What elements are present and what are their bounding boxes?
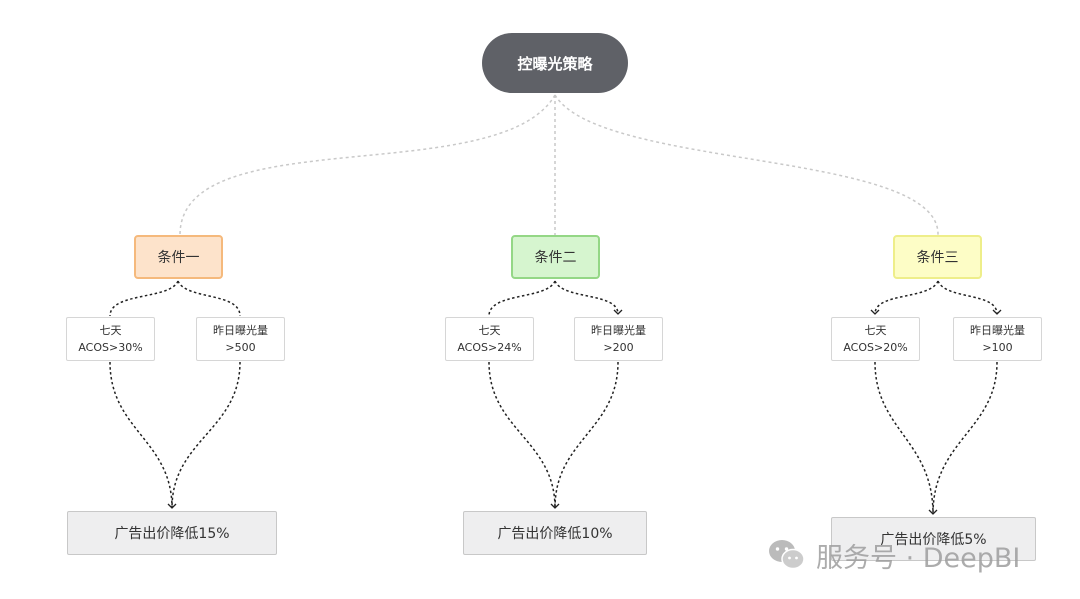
criteria-1b-to-result-line: [171, 361, 241, 509]
root-to-condition-1-line: [179, 94, 556, 236]
condition-2-node: 条件二: [511, 235, 600, 279]
criteria-value: ACOS>30%: [78, 341, 143, 354]
criteria-value: >100: [982, 341, 1013, 354]
root-to-condition-3-line: [554, 94, 939, 236]
condition-3-to-criteria-right-line: [937, 280, 1002, 315]
result-1-node: 广告出价降低15%: [67, 511, 277, 555]
criteria-3b-to-result-line: [932, 361, 998, 515]
condition-3-node: 条件三: [893, 235, 982, 279]
criteria-2a-to-result-line: [488, 361, 560, 509]
criteria-value: ACOS>24%: [457, 341, 522, 354]
watermark-text: 服务号 · DeepBI: [816, 542, 1021, 574]
criteria-3b-node: 昨日曝光量 >100: [953, 317, 1042, 361]
criteria-label: 七天: [478, 324, 501, 337]
criteria-label: 七天: [864, 324, 887, 337]
result-2-node: 广告出价降低10%: [463, 511, 647, 555]
result-3-node: 广告出价降低5%: [831, 517, 1036, 561]
wechat-icon: [768, 538, 806, 572]
condition-3-to-criteria-left-line: [870, 280, 939, 315]
criteria-2b-to-result-line: [554, 361, 619, 509]
criteria-label: 昨日曝光量: [591, 324, 646, 337]
criteria-label: 昨日曝光量: [213, 324, 268, 337]
condition-2-to-criteria-left-line: [488, 280, 556, 317]
criteria-label: 七天: [99, 324, 122, 337]
criteria-label: 昨日曝光量: [970, 324, 1025, 337]
criteria-1a-to-result-line: [109, 361, 177, 509]
criteria-1b-node: 昨日曝光量 >500: [196, 317, 285, 361]
criteria-2b-node: 昨日曝光量 >200: [574, 317, 663, 361]
root-node: 控曝光策略: [482, 33, 628, 93]
criteria-3a-to-result-line: [874, 361, 938, 515]
criteria-2a-node: 七天 ACOS>24%: [445, 317, 534, 361]
criteria-value: ACOS>20%: [843, 341, 908, 354]
criteria-3a-node: 七天 ACOS>20%: [831, 317, 920, 361]
criteria-1a-node: 七天 ACOS>30%: [66, 317, 155, 361]
criteria-value: >500: [225, 341, 256, 354]
condition-2-to-criteria-right-line: [554, 280, 623, 315]
condition-1-to-criteria-right-line: [177, 280, 241, 317]
condition-1-to-criteria-left-line: [109, 280, 179, 317]
criteria-value: >200: [603, 341, 634, 354]
condition-1-node: 条件一: [134, 235, 223, 279]
watermark: 服务号 · DeepBI: [768, 535, 1020, 575]
